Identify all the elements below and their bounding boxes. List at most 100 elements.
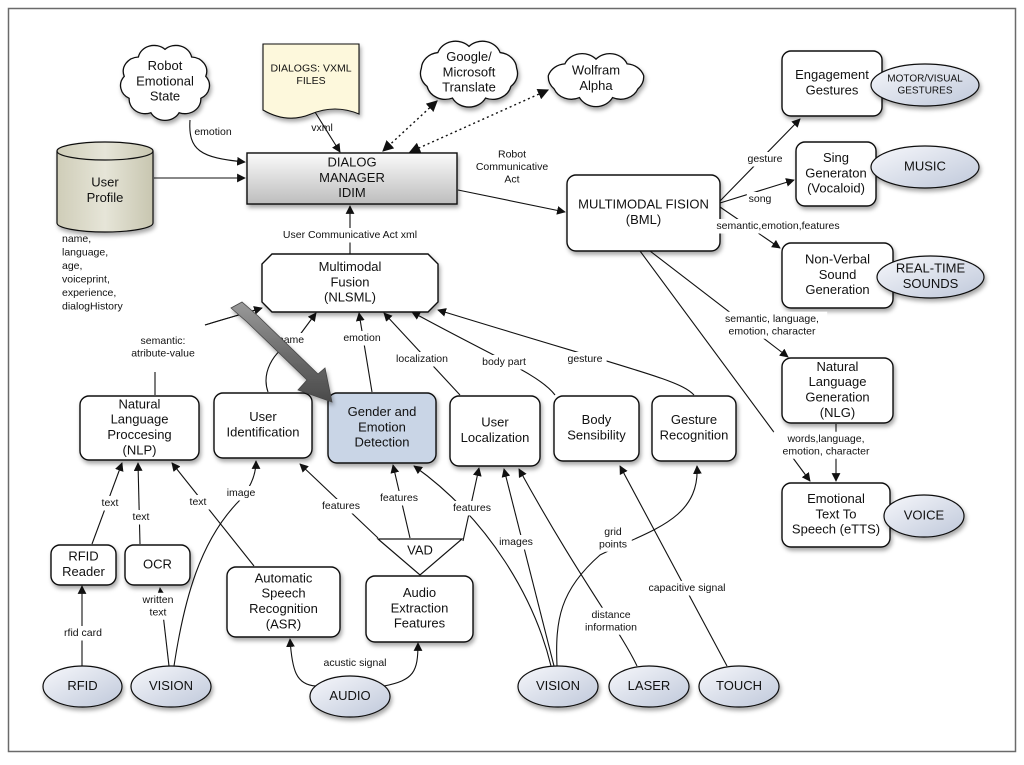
- wolfram-alpha-label-line: Wolfram: [572, 63, 620, 78]
- node-ellipse: [517, 665, 599, 708]
- out-motor-label-line: MOTOR/VISUAL: [887, 74, 963, 85]
- nlg-label-line: Language: [809, 374, 867, 389]
- edge-label-line: grid: [604, 526, 622, 538]
- edge-label-background: [594, 524, 632, 552]
- engagement-gestures-label-line: Gestures: [806, 83, 859, 98]
- cloud-shape: [119, 44, 211, 121]
- asr-label-line: Automatic: [255, 570, 313, 585]
- edge-label: capacitive signal: [648, 582, 725, 594]
- edge-label-background: [746, 192, 774, 207]
- edge-label: gesture: [747, 153, 782, 165]
- edge-label-background: [716, 311, 828, 339]
- rfid-reader-label-line: RFID: [68, 549, 98, 564]
- robot-emotional-state-label-line: Robot: [148, 58, 183, 73]
- body-sensibility-label-line: Sensibility: [567, 428, 626, 443]
- edge-label-line: Robot: [498, 149, 526, 161]
- node-ellipse: [883, 494, 965, 538]
- in-laser-node: LASER: [608, 665, 690, 708]
- node-ellipse: [309, 675, 391, 718]
- non-verbal-sound-label-line: Non-Verbal: [805, 252, 870, 267]
- node-box: [246, 152, 458, 205]
- user-profile-field: age,: [62, 260, 82, 272]
- edge-in-vision-right-to-gesture-recognition: [556, 465, 702, 667]
- node-box: [651, 395, 737, 462]
- nlg-label-line: (NLG): [820, 405, 855, 420]
- multimodal-fision-label-line: (BML): [626, 212, 661, 227]
- node-ellipse: [876, 255, 985, 299]
- google-translate-label-line: Google/: [446, 49, 492, 64]
- out-motor-label-line: GESTURES: [897, 86, 952, 97]
- edge-gender-emotion-to-multimodal-fusion: [355, 312, 373, 393]
- edge-label-background: [563, 352, 607, 367]
- non-verbal-sound-label-line: Generation: [805, 282, 869, 297]
- edge-label-background: [225, 486, 257, 501]
- node-box: [226, 566, 341, 638]
- database-rim: [56, 150, 154, 161]
- nlg-label-line: Natural: [817, 359, 859, 374]
- node-octagon: [261, 253, 439, 313]
- vad-label-line: VAD: [407, 542, 433, 557]
- edge-label: semantic:atribute-value: [131, 335, 195, 360]
- edge-label-background: [706, 219, 850, 234]
- edge-label: features: [380, 492, 418, 504]
- engagement-gestures-label-line: Engagement: [795, 67, 869, 82]
- edge-asr-to-nlp: [171, 462, 255, 567]
- edge-dialog-manager-to-multimodal-fision: [457, 189, 566, 215]
- edge-label-background: [96, 496, 124, 511]
- sing-generator-label-line: (Vocaloid): [807, 181, 865, 196]
- edge-label: images: [499, 536, 533, 548]
- edge-label-background: [743, 152, 787, 167]
- edge-label-background: [476, 355, 532, 370]
- etts-label-line: Text To: [816, 506, 857, 521]
- edge-label: song: [749, 193, 772, 205]
- edge-label: text: [102, 497, 119, 509]
- gesture-recognition-label-line: Gesture: [671, 412, 717, 427]
- node-box: [124, 544, 191, 586]
- out-sounds-label-line: SOUNDS: [903, 276, 959, 291]
- rfid-reader-label-line: Reader: [62, 564, 105, 579]
- edge-label: text: [133, 511, 150, 523]
- edge-label-background: [386, 352, 458, 367]
- edge-in-touch-to-body-sensibility: [619, 465, 728, 667]
- ocr-label-line: OCR: [143, 556, 172, 571]
- edge-label: emotion: [194, 126, 232, 138]
- edge-label: gesture: [567, 353, 602, 365]
- out-voice-node: VOICE: [883, 494, 965, 538]
- robot-emotional-state-label-line: State: [150, 89, 180, 104]
- gender-emotion-label-line: Detection: [355, 435, 410, 450]
- gender-emotion-label-line: Emotion: [358, 419, 406, 434]
- asr-label-line: Recognition: [249, 601, 318, 616]
- nlg-label-line: Generation: [805, 390, 869, 405]
- dialog-manager-label-line: DIALOG: [327, 155, 376, 170]
- user-profile-field: voiceprint,: [62, 274, 110, 286]
- node-box: [449, 395, 541, 467]
- user-localization-label-line: User: [481, 415, 509, 430]
- document-shape: [262, 43, 360, 119]
- node-box: [553, 395, 640, 462]
- dialog-manager-label-line: MANAGER: [319, 170, 385, 185]
- ocr-node: OCR: [124, 544, 191, 586]
- node-ellipse: [870, 63, 980, 107]
- non-verbal-sound-label-line: Sound: [819, 267, 857, 282]
- edge-label-background: [55, 626, 111, 641]
- dialogs-vxml-label-line: DIALOGS: VXML: [270, 63, 351, 75]
- edge-label-line: emotion, character: [729, 325, 816, 337]
- highlight-pointer-arrow: [230, 301, 333, 403]
- cloud-shape: [547, 53, 645, 108]
- nlp-label-line: (NLP): [123, 442, 157, 457]
- edge-label: localization: [396, 353, 448, 365]
